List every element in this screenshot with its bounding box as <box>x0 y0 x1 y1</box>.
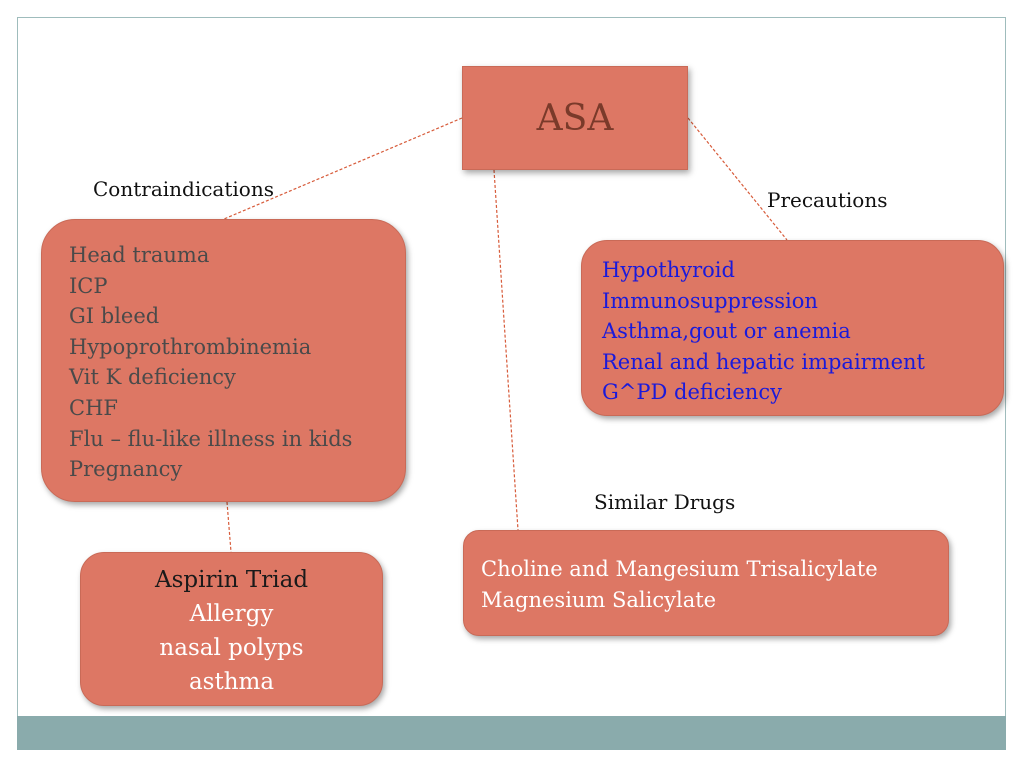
list-item: Asthma,gout or anemia <box>602 319 851 344</box>
list-item: Immunosuppression <box>602 288 818 313</box>
list-item: asthma <box>188 669 275 695</box>
contraindications-box: Head trauma ICP GI bleed Hypoprothrombin… <box>41 219 406 502</box>
list-item: nasal polyps <box>159 635 304 661</box>
connector-asa-similar-drugs <box>493 169 519 531</box>
list-item: Magnesium Salicylate <box>481 587 717 612</box>
precautions-label: Precautions <box>767 188 888 212</box>
list-item: Flu – flu-like illness in kids <box>69 426 353 451</box>
list-item: ICP <box>69 273 108 298</box>
footer-band <box>17 716 1006 750</box>
asa-box: ASA <box>462 66 688 170</box>
contraindications-label: Contraindications <box>93 177 274 201</box>
list-item: GI bleed <box>69 304 160 329</box>
similar-drugs-label: Similar Drugs <box>594 490 736 514</box>
connector-contraindications-triad <box>226 501 232 553</box>
list-item: Pregnancy <box>69 457 183 482</box>
list-item: Vit K deficiency <box>69 365 236 390</box>
list-item: Head trauma <box>69 243 210 267</box>
list-item: Hypothyroid <box>602 258 735 282</box>
asa-title: ASA <box>536 97 614 139</box>
aspirin-triad-title: Aspirin Triad <box>154 567 309 593</box>
list-item: Choline and Mangesium Trisalicylate <box>481 557 878 581</box>
aspirin-triad-box: Aspirin Triad Allergy nasal polyps asthm… <box>80 552 383 706</box>
similar-drugs-box: Choline and Mangesium Trisalicylate Magn… <box>463 530 949 636</box>
list-item: Hypoprothrombinemia <box>69 334 312 359</box>
connector-asa-precautions <box>687 117 788 241</box>
precautions-box: Hypothyroid Immunosuppression Asthma,gou… <box>581 240 1004 416</box>
list-item: Renal and hepatic impairment <box>602 349 925 374</box>
list-item: CHF <box>69 395 118 420</box>
list-item: G^PD deficiency <box>602 380 782 405</box>
list-item: Allergy <box>189 601 274 627</box>
connector-asa-contraindications <box>223 117 463 220</box>
